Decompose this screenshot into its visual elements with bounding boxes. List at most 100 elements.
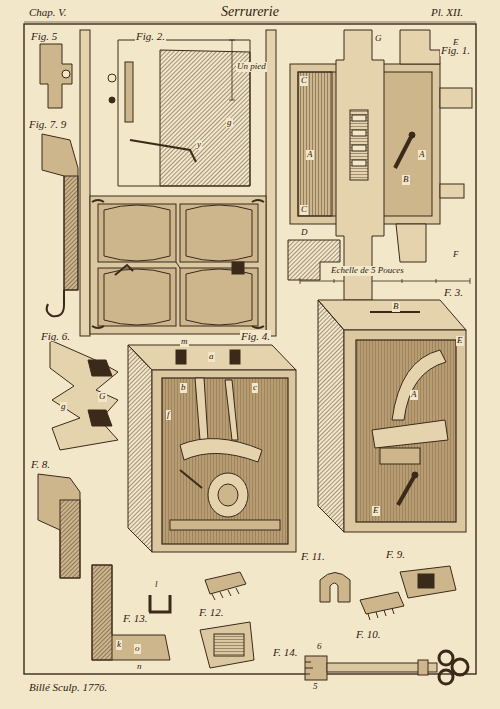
part-f-12 — [214, 634, 244, 656]
door-fig-2 — [180, 268, 258, 326]
part-f-12 — [212, 588, 239, 600]
lock-case-fig-4 — [170, 520, 280, 530]
figure-label: Fig. 5 — [30, 30, 58, 42]
lock-fig-1 — [352, 130, 366, 136]
part-f-8 — [38, 474, 80, 578]
callout-letter: f — [166, 410, 171, 420]
lock-case-fig-4 — [230, 350, 240, 364]
figure-label: Billé Sculp. 1776. — [28, 681, 108, 693]
lock-fig-1 — [440, 88, 472, 108]
part-f-12 — [205, 572, 246, 594]
callout-letter: G — [98, 392, 107, 402]
figure-label: F. 11. — [300, 550, 326, 562]
lock-case-fig-3 — [412, 472, 418, 478]
callout-letter: A — [410, 390, 418, 400]
lock-fig-1 — [400, 30, 440, 64]
door-fig-2 — [98, 268, 176, 326]
lock-case-fig-3 — [356, 340, 456, 522]
key-f-14 — [439, 651, 453, 665]
part-fig-5 — [62, 70, 70, 78]
part-f-12 — [200, 572, 254, 668]
lock-fig-1 — [396, 224, 426, 262]
part-fig-7-9 — [47, 290, 64, 316]
door-fig-2 — [118, 40, 250, 186]
callout-letter: E — [456, 336, 464, 346]
figure-label: F. 9. — [385, 548, 406, 560]
door-fig-2 — [176, 262, 180, 268]
part-f-13 — [92, 565, 112, 660]
figure-label: F. 12. — [198, 606, 225, 618]
callout-letter: 6 — [316, 642, 323, 652]
figure-label: Un pied — [236, 62, 267, 72]
lock-fig-1 — [352, 145, 366, 151]
part-f-10 — [360, 592, 404, 620]
figure-label: F. 8. — [30, 458, 51, 470]
figure-label: F. 13. — [122, 612, 149, 624]
callout-letter: g — [226, 118, 233, 128]
callout-letter: o — [134, 644, 141, 654]
scale-5-pouces — [436, 279, 437, 283]
door-fig-2 — [98, 204, 176, 262]
part-fig-6 — [50, 340, 118, 450]
part-f-13 — [92, 565, 170, 660]
part-fig-5 — [40, 44, 72, 108]
callout-letter: C — [300, 205, 308, 215]
lock-case-fig-4 — [128, 345, 152, 552]
key-f-14 — [305, 662, 313, 674]
callout-letter: A — [306, 150, 314, 160]
lock-case-fig-3 — [392, 350, 446, 420]
lock-case-fig-4 — [180, 470, 202, 488]
part-f-10 — [368, 608, 394, 620]
lock-fig-1 — [395, 135, 412, 168]
callout-letter: E — [452, 38, 460, 48]
figure-label: Fig. 6. — [40, 330, 71, 342]
part-f-13 — [150, 595, 170, 612]
key-f-14 — [418, 660, 428, 675]
key-f-14 — [452, 659, 468, 675]
part-fig-5 — [40, 44, 72, 108]
plate-title: Serrurerie — [221, 4, 279, 20]
door-fig-2 — [186, 269, 252, 325]
scale-5-pouces — [300, 278, 470, 284]
lock-fig-1 — [288, 30, 472, 300]
door-fig-2 — [115, 265, 133, 275]
lock-case-fig-3 — [356, 340, 456, 522]
lock-fig-1 — [336, 30, 384, 300]
figure-label: Echelle de 5 Pouces — [330, 266, 405, 276]
lock-case-fig-4 — [218, 484, 238, 506]
lock-case-fig-4 — [128, 345, 296, 552]
part-f-9 — [418, 574, 434, 588]
part-f-8 — [60, 500, 80, 578]
door-fig-2 — [186, 205, 252, 261]
part-f-10 — [360, 592, 404, 614]
callout-letter: E — [372, 506, 380, 516]
key-f-14 — [305, 656, 327, 680]
callout-letter: g — [60, 402, 67, 412]
part-fig-6 — [88, 410, 112, 426]
lock-case-fig-3 — [398, 475, 415, 505]
part-f-11 — [320, 573, 350, 603]
callout-letter: k — [116, 640, 122, 650]
part-f-9 — [400, 566, 456, 598]
door-fig-2 — [266, 30, 276, 336]
callout-letter: G — [374, 34, 383, 44]
lock-case-fig-4 — [162, 378, 288, 544]
door-fig-2 — [108, 74, 116, 82]
lock-case-fig-4 — [195, 378, 238, 440]
lock-case-fig-3 — [380, 448, 420, 464]
part-fig-6 — [50, 340, 118, 450]
callout-letter: y — [196, 140, 202, 150]
callout-letter: l — [154, 580, 159, 590]
part-f-8 — [38, 474, 80, 578]
figure-label: F. 10. — [355, 628, 382, 640]
scale-5-pouces — [470, 278, 471, 284]
figure-label: Pl. XII. — [430, 6, 464, 18]
plate-frame — [24, 22, 476, 23]
lock-case-fig-4 — [162, 378, 288, 544]
lock-case-fig-3 — [318, 300, 466, 532]
callout-letter: b — [180, 383, 187, 393]
lock-fig-1 — [352, 160, 366, 166]
figure-label: Fig. 2. — [135, 30, 166, 42]
lock-case-fig-3 — [344, 330, 466, 532]
